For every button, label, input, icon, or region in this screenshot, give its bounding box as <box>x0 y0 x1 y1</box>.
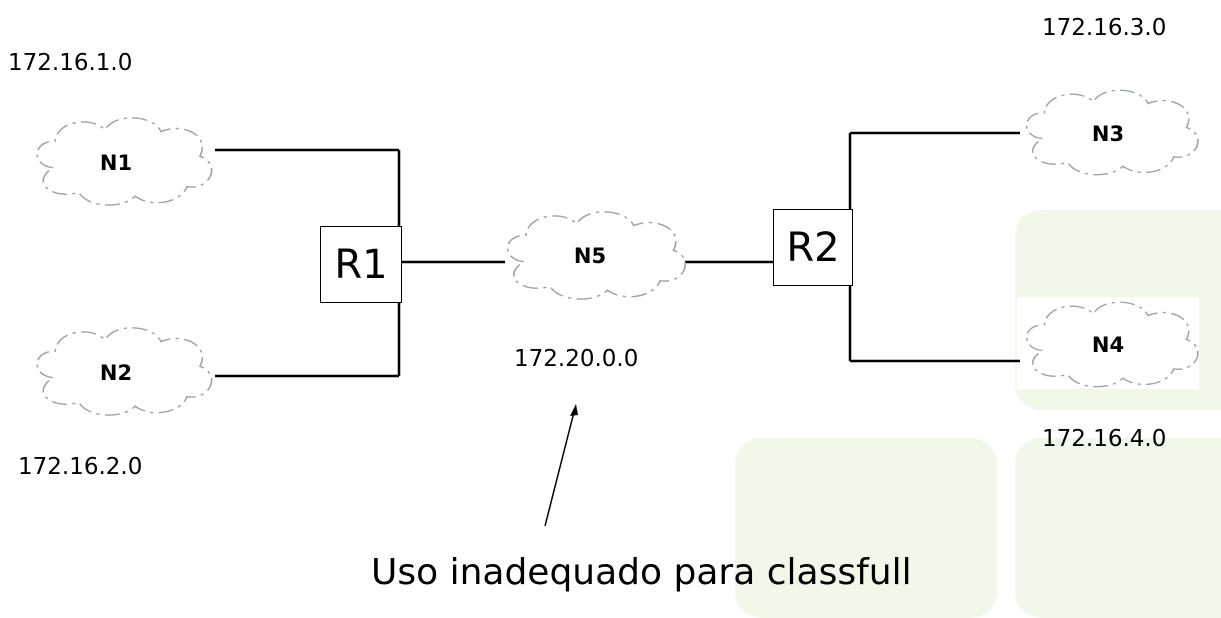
router-r1-label: R1 <box>334 241 388 288</box>
router-r1: R1 <box>320 226 402 303</box>
annotation-arrow <box>544 404 578 527</box>
network-diagram <box>36 89 1199 527</box>
router-r2: R2 <box>773 209 853 286</box>
r1-links <box>215 148 505 378</box>
network-n5-address: 172.20.0.0 <box>514 346 639 372</box>
network-n3-label: N3 <box>1091 122 1125 146</box>
background-tile-bottom-right <box>1015 438 1221 618</box>
r2-links <box>680 131 1020 363</box>
network-n3-address: 172.16.3.0 <box>1042 15 1167 41</box>
network-n4-label: N4 <box>1091 333 1125 357</box>
router-r2-label: R2 <box>786 224 840 271</box>
network-n5-label: N5 <box>573 244 607 268</box>
network-n2-label: N2 <box>99 361 133 385</box>
background-tile-bottom-left <box>735 438 997 618</box>
network-n1-label: N1 <box>99 151 133 175</box>
network-n1-address: 172.16.1.0 <box>8 50 133 76</box>
network-n2-address: 172.16.2.0 <box>18 454 143 480</box>
annotation-caption: Uso inadequado para classfull <box>371 552 912 593</box>
network-n4-address: 172.16.4.0 <box>1042 426 1167 452</box>
